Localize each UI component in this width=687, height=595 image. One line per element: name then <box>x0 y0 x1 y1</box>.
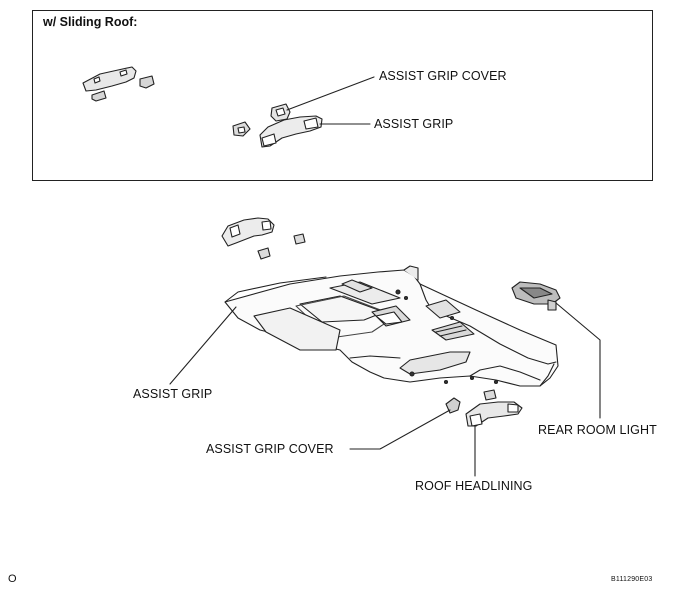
inset-assist-grip-label: ASSIST GRIP <box>374 117 454 131</box>
roof-headlining-label: ROOF HEADLINING <box>415 479 533 493</box>
main-assist-grip <box>221 217 306 260</box>
inset-assist-grip-cover-label: ASSIST GRIP COVER <box>379 69 507 83</box>
rear-room-light-part <box>511 281 561 311</box>
rear-room-light-leader <box>555 302 601 419</box>
figure-code: B111290E03 <box>611 576 653 583</box>
assist-grip-cover-leader <box>349 409 451 450</box>
inset-title: w/ Sliding Roof: <box>43 15 138 29</box>
rear-room-light-label: REAR ROOM LIGHT <box>538 423 657 437</box>
inset-grip-cover-leader <box>286 76 375 111</box>
assist-grip-leader <box>169 306 237 385</box>
main-lower-grip <box>445 389 523 427</box>
inset-grip-assembly <box>232 103 323 148</box>
sliding-roof-inset-box <box>32 10 653 181</box>
assist-grip-cover-label: ASSIST GRIP COVER <box>206 442 334 456</box>
inset-small-grip-cluster <box>82 66 155 102</box>
assist-grip-label: ASSIST GRIP <box>133 387 213 401</box>
roof-headlining-body <box>224 265 559 387</box>
corner-mark: O <box>8 573 17 585</box>
